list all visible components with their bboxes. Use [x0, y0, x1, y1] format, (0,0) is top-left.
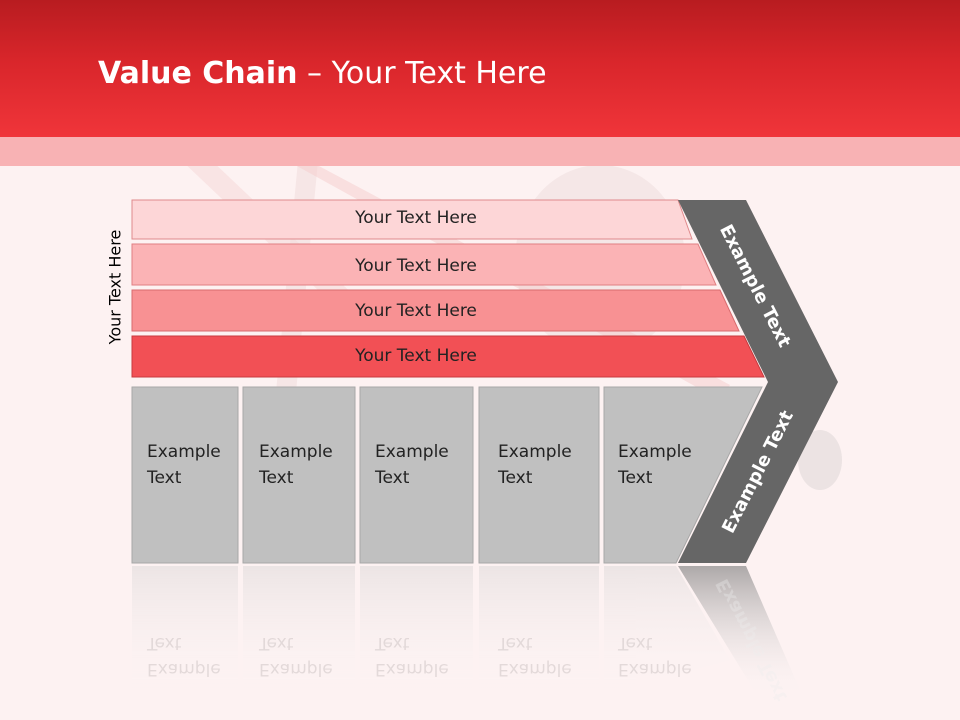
cell-label-5: Example Text	[618, 442, 692, 488]
row-shape-4	[131, 335, 765, 378]
row-label-2: Your Text Here	[355, 256, 477, 276]
cell-shape-4	[478, 386, 600, 564]
cell-reflection-3: Example Text	[375, 633, 449, 679]
row-shape-1	[131, 199, 693, 240]
cell-label-1: Example Text	[147, 442, 221, 488]
row-shape-3	[131, 289, 740, 332]
side-label: Your Text Here	[105, 229, 125, 345]
cell-reflection-2: Example Text	[259, 633, 333, 679]
cell-reflection-1: Example Text	[147, 633, 221, 679]
chevron-arrow	[678, 200, 838, 563]
title-rest: – Your Text Here	[297, 56, 547, 91]
cells-reflection	[132, 566, 730, 696]
row-label-3: Your Text Here	[355, 301, 477, 321]
cell-shape-2	[242, 386, 356, 564]
header-band	[0, 137, 960, 166]
cell-label-2: Example Text	[259, 442, 333, 488]
chevron-reflection	[678, 566, 800, 700]
title-bold: Value Chain	[98, 56, 298, 91]
page-title: Value Chain – Your Text Here	[98, 54, 547, 94]
cell-label-3: Example Text	[375, 442, 449, 488]
row-label-1: Your Text Here	[355, 208, 477, 228]
row-label-4: Your Text Here	[355, 346, 477, 366]
cell-shape-3	[359, 386, 474, 564]
cell-shape-5	[603, 386, 763, 564]
cell-shape-1	[131, 386, 239, 564]
cell-reflection-5: Example Text	[618, 633, 692, 679]
row-shape-2	[131, 243, 717, 286]
cell-label-4: Example Text	[498, 442, 572, 488]
header-bar	[0, 0, 960, 137]
cell-reflection-4: Example Text	[498, 633, 572, 679]
